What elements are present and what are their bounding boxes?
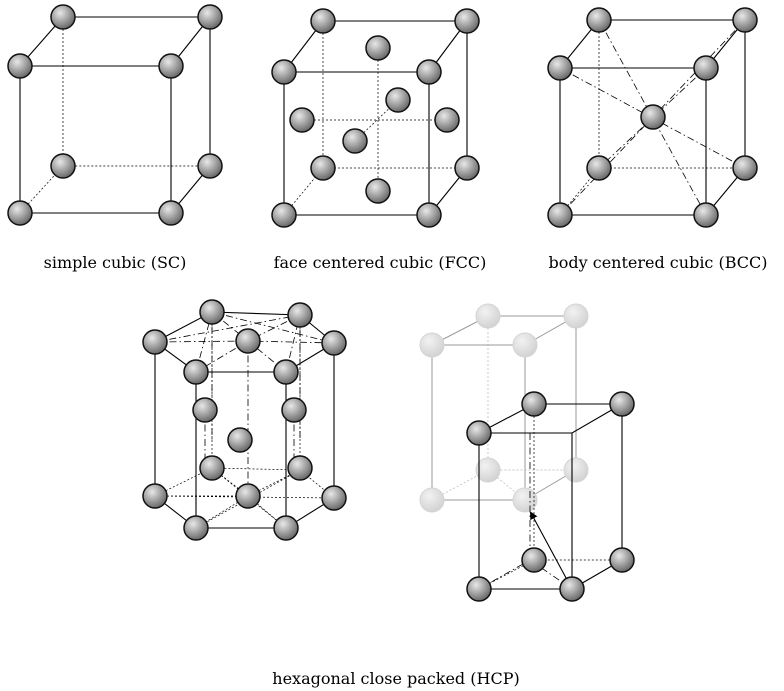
atom xyxy=(192,397,218,423)
ghost-atom xyxy=(563,457,589,483)
atom xyxy=(693,55,719,81)
ghost-atom xyxy=(419,487,445,513)
hcp-unit-cell-diagram xyxy=(419,303,635,602)
atom xyxy=(454,155,480,181)
atom xyxy=(586,7,612,33)
atom xyxy=(289,107,315,133)
atom xyxy=(609,547,635,573)
atom xyxy=(321,330,347,356)
atom xyxy=(227,427,253,453)
atom xyxy=(273,359,299,385)
atom xyxy=(609,391,635,417)
atom xyxy=(466,420,492,446)
ghost-atom xyxy=(563,303,589,329)
atom xyxy=(271,59,297,85)
atom xyxy=(547,55,573,81)
ghost-atom xyxy=(512,487,538,513)
hcp-caption: hexagonal close packed (HCP) xyxy=(272,669,519,688)
atom xyxy=(183,515,209,541)
bcc-diagram xyxy=(547,7,758,228)
sc-caption: simple cubic (SC) xyxy=(44,253,187,272)
atom xyxy=(142,329,168,355)
atom xyxy=(310,8,336,34)
atom xyxy=(235,483,261,509)
ghost-atom xyxy=(475,457,501,483)
atom xyxy=(466,576,492,602)
fcc-diagram xyxy=(271,8,480,228)
atom xyxy=(287,455,313,481)
atom xyxy=(454,8,480,34)
atom xyxy=(199,299,225,325)
atom xyxy=(158,53,184,79)
ghost-atom xyxy=(512,332,538,358)
fcc-caption: face centered cubic (FCC) xyxy=(274,253,487,272)
atom xyxy=(7,53,33,79)
atom xyxy=(197,153,223,179)
atom xyxy=(416,59,442,85)
atom xyxy=(693,202,719,228)
atom xyxy=(365,178,391,204)
atom xyxy=(416,202,442,228)
atom xyxy=(586,155,612,181)
atom xyxy=(142,483,168,509)
simple-cubic-diagram xyxy=(7,4,223,226)
bcc-caption: body centered cubic (BCC) xyxy=(548,253,767,272)
atom xyxy=(271,202,297,228)
ghost-atom xyxy=(475,303,501,329)
atom xyxy=(640,104,666,130)
atom xyxy=(235,328,261,354)
atom xyxy=(342,128,368,154)
atom xyxy=(521,391,547,417)
atom xyxy=(434,107,460,133)
atom xyxy=(7,200,33,226)
atom xyxy=(547,202,573,228)
atom xyxy=(521,547,547,573)
atom xyxy=(50,4,76,30)
atom xyxy=(559,576,585,602)
atom xyxy=(310,155,336,181)
atom xyxy=(197,4,223,30)
atom xyxy=(199,455,225,481)
atom xyxy=(365,35,391,61)
ghost-atom xyxy=(419,332,445,358)
atom xyxy=(50,153,76,179)
atom xyxy=(281,397,307,423)
atom xyxy=(158,200,184,226)
atom xyxy=(287,302,313,328)
displacement-arrow xyxy=(530,511,573,590)
atom xyxy=(183,359,209,385)
atom xyxy=(321,485,347,511)
atom xyxy=(732,7,758,33)
atom xyxy=(385,87,411,113)
atom xyxy=(732,155,758,181)
hcp-prism-diagram xyxy=(142,299,347,541)
atom xyxy=(273,515,299,541)
